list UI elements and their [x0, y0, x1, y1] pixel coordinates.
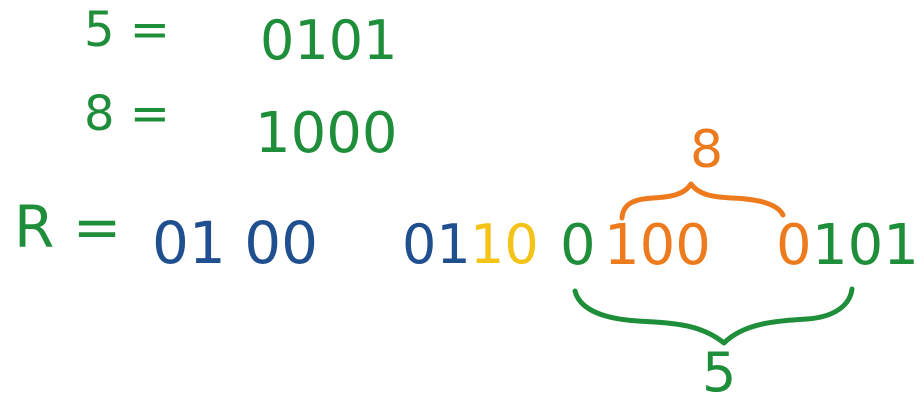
label-5: 5 = — [84, 2, 171, 58]
binary-r-part2-yellow: 10 — [470, 213, 539, 276]
binary-8: 1000 — [255, 101, 398, 166]
label-8: 8 = — [84, 86, 171, 142]
binary-5: 0101 — [260, 9, 398, 72]
bottom-brace-label: 5 — [702, 341, 737, 404]
top-brace-label: 8 — [690, 120, 724, 180]
label-r: R = — [14, 193, 122, 261]
binary-r-part4-orange: 0 — [776, 213, 812, 278]
binary-r-part2-blue: 01 — [402, 213, 471, 276]
binary-r-part3-green: 0 — [560, 213, 596, 278]
bottom-brace — [572, 286, 855, 346]
binary-r-part4-green: 101 — [812, 213, 918, 278]
top-brace — [619, 181, 786, 221]
binary-r-part1: 01 00 — [152, 209, 319, 277]
binary-r-part3-orange: 100 — [604, 213, 711, 278]
